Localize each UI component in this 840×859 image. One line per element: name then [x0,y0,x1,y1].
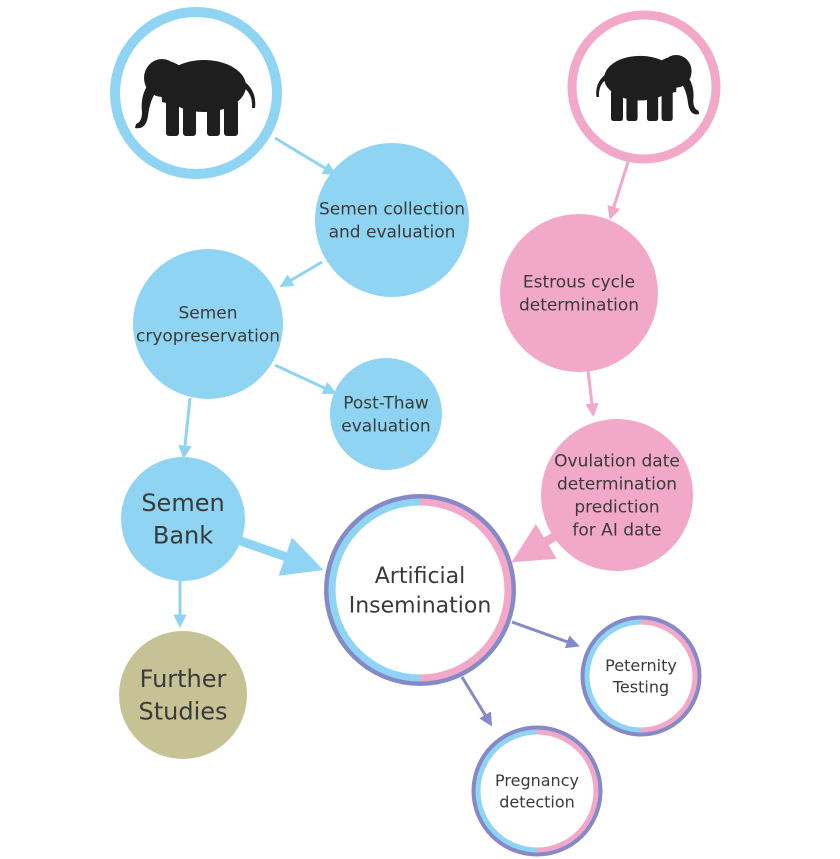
semen-collection-label: Semen collection and evaluation [319,199,465,242]
post-thaw-node: Post-Thaw evaluation [330,358,442,470]
label-line: Bank [153,522,213,550]
pregnancy-detection-node: Pregnancy detection [471,725,603,857]
label-line: determination [557,474,677,494]
arrow-male-to-collection [274,136,337,176]
arrow-ai-to-pregnancy [460,676,493,727]
pregnancy-detection-label: Pregnancy detection [495,771,579,812]
arrow-female-to-estrous [607,161,630,220]
semen-cryopreservation-node: Semen cryopreservation [133,249,283,399]
label-line: Insemination [349,594,492,619]
arrow-cryo-to-bank [178,397,192,460]
label-line: determination [519,295,639,315]
label-line: Studies [138,698,227,726]
page-title: ขั้นตอนการตรวจรับผสมเทียม [330,5,570,27]
arrow-estrous-to-ovulation [585,369,599,418]
label-line: Testing [612,677,669,696]
label-line: Semen [178,303,237,323]
label-line: Ovulation date [554,452,680,472]
male-elephant-node [110,7,282,179]
label-line: Semen [141,489,224,517]
label-line: prediction [574,497,659,517]
estrous-cycle-label: Estrous cycle determination [519,272,639,315]
label-line: Semen collection [319,199,465,219]
label-line: cryopreservation [136,326,280,346]
semen-collection-node: Semen collection and evaluation [315,143,469,297]
label-line: and evaluation [329,222,456,242]
label-line: detection [499,792,575,811]
label-line: Peternity [605,656,677,675]
label-line: Artificial [375,564,466,589]
label-line: Post-Thaw [343,393,429,413]
arrow-cryo-to-postthaw [274,363,337,395]
post-thaw-label: Post-Thaw evaluation [341,393,430,436]
arrow-bank-to-ai [236,535,324,576]
semen-cryopreservation-label: Semen cryopreservation [136,303,280,346]
label-line: Further [140,665,227,693]
page-subtitle: Preparation of AI [378,41,522,61]
label-line: Estrous cycle [523,272,635,292]
label-line: evaluation [341,416,430,436]
arrow-ai-to-paternity [511,620,580,649]
female-elephant-node [567,10,721,164]
arrow-collection-to-cryo [279,260,323,288]
connectors [173,136,630,727]
label-line: for AI date [572,520,661,540]
estrous-cycle-node: Estrous cycle determination [500,214,658,372]
label-line: Pregnancy [495,771,579,790]
